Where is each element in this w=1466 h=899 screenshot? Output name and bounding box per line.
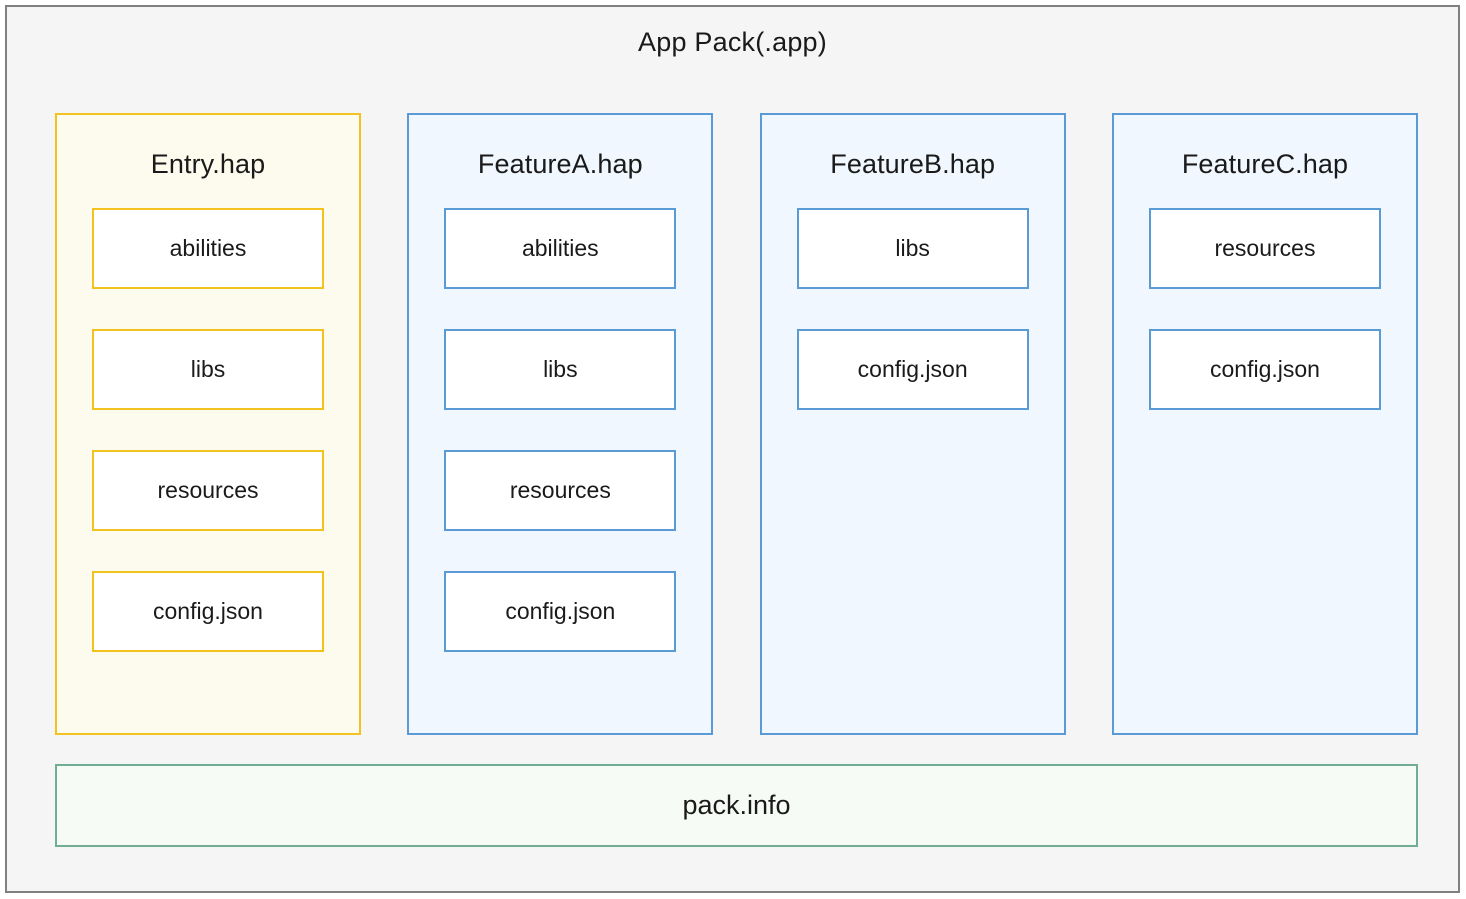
hap-column-row: Entry.hap abilities libs resources confi… xyxy=(55,113,1418,735)
hap-item[interactable]: config.json xyxy=(444,571,677,652)
hap-item[interactable]: resources xyxy=(92,450,324,531)
hap-column-title: Entry.hap xyxy=(150,149,266,179)
hap-item-list: resources config.json xyxy=(1114,208,1416,450)
app-pack-container: App Pack(.app) Entry.hap abilities libs … xyxy=(5,5,1460,893)
hap-item[interactable]: libs xyxy=(92,329,324,410)
hap-column-feature-a[interactable]: FeatureA.hap abilities libs resources co… xyxy=(407,113,714,735)
hap-item[interactable]: config.json xyxy=(796,329,1029,410)
hap-column-feature-c[interactable]: FeatureC.hap resources config.json xyxy=(1111,113,1418,735)
hap-column-title: FeatureB.hap xyxy=(830,149,996,179)
hap-item[interactable]: abilities xyxy=(444,208,677,289)
hap-column-entry[interactable]: Entry.hap abilities libs resources confi… xyxy=(55,113,361,735)
hap-item-list: libs config.json xyxy=(762,208,1064,450)
hap-column-title: FeatureA.hap xyxy=(477,149,643,179)
hap-item[interactable]: config.json xyxy=(1148,329,1381,410)
hap-item[interactable]: config.json xyxy=(92,571,324,652)
hap-item[interactable]: abilities xyxy=(92,208,324,289)
hap-column-feature-b[interactable]: FeatureB.hap libs config.json xyxy=(759,113,1066,735)
page-title: App Pack(.app) xyxy=(638,27,827,57)
hap-column-title: FeatureC.hap xyxy=(1181,149,1349,179)
hap-item[interactable]: libs xyxy=(796,208,1029,289)
hap-item-list: abilities libs resources config.json xyxy=(409,208,711,692)
hap-item[interactable]: resources xyxy=(1148,208,1381,289)
hap-item-list: abilities libs resources config.json xyxy=(57,208,359,692)
hap-item[interactable]: libs xyxy=(444,329,677,410)
pack-info-bar[interactable]: pack.info xyxy=(55,764,1418,847)
hap-item[interactable]: resources xyxy=(444,450,677,531)
